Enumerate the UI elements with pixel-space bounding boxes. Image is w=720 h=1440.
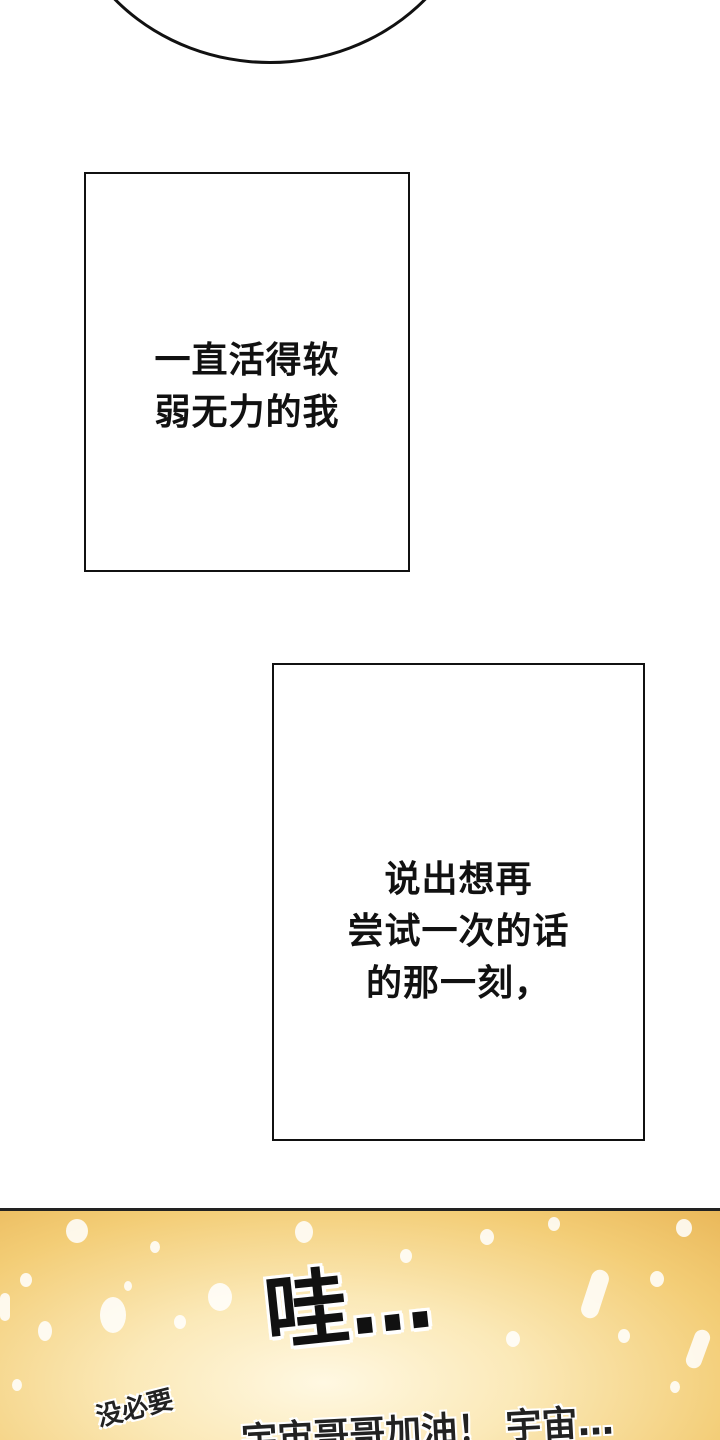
sparkle [20, 1273, 32, 1287]
caption-text-1: 一直活得软 弱无力的我 [154, 340, 340, 433]
sparkle [506, 1331, 520, 1347]
sound-effect-wa: 哇… [259, 1248, 438, 1364]
sparkle [208, 1283, 232, 1311]
sparkle [38, 1321, 52, 1341]
sparkle [295, 1221, 313, 1243]
sparkle [150, 1241, 160, 1253]
sparkle [0, 1293, 10, 1321]
sparkle [174, 1315, 186, 1329]
sparkle [578, 1267, 612, 1321]
caption-text-2: 说出想再 尝试一次的话 的那一刻， [347, 859, 570, 1004]
sparkle [400, 1249, 412, 1263]
caption-box-1: 一直活得软 弱无力的我 [84, 172, 410, 572]
sparkle [670, 1381, 680, 1393]
sparkle [100, 1297, 126, 1333]
caption-box-2: 说出想再 尝试一次的话 的那一刻， [272, 663, 645, 1141]
sparkle [480, 1229, 494, 1245]
sparkle [12, 1379, 22, 1391]
speech-bubble-bottom [60, 0, 480, 64]
sparkle [548, 1217, 560, 1231]
sparkle [66, 1219, 88, 1243]
sparkle [650, 1271, 664, 1287]
sparkle [676, 1219, 692, 1237]
sparkle [618, 1329, 630, 1343]
sparkle [683, 1327, 713, 1371]
sparkle [124, 1281, 132, 1291]
sparkle-panel [0, 1208, 720, 1440]
